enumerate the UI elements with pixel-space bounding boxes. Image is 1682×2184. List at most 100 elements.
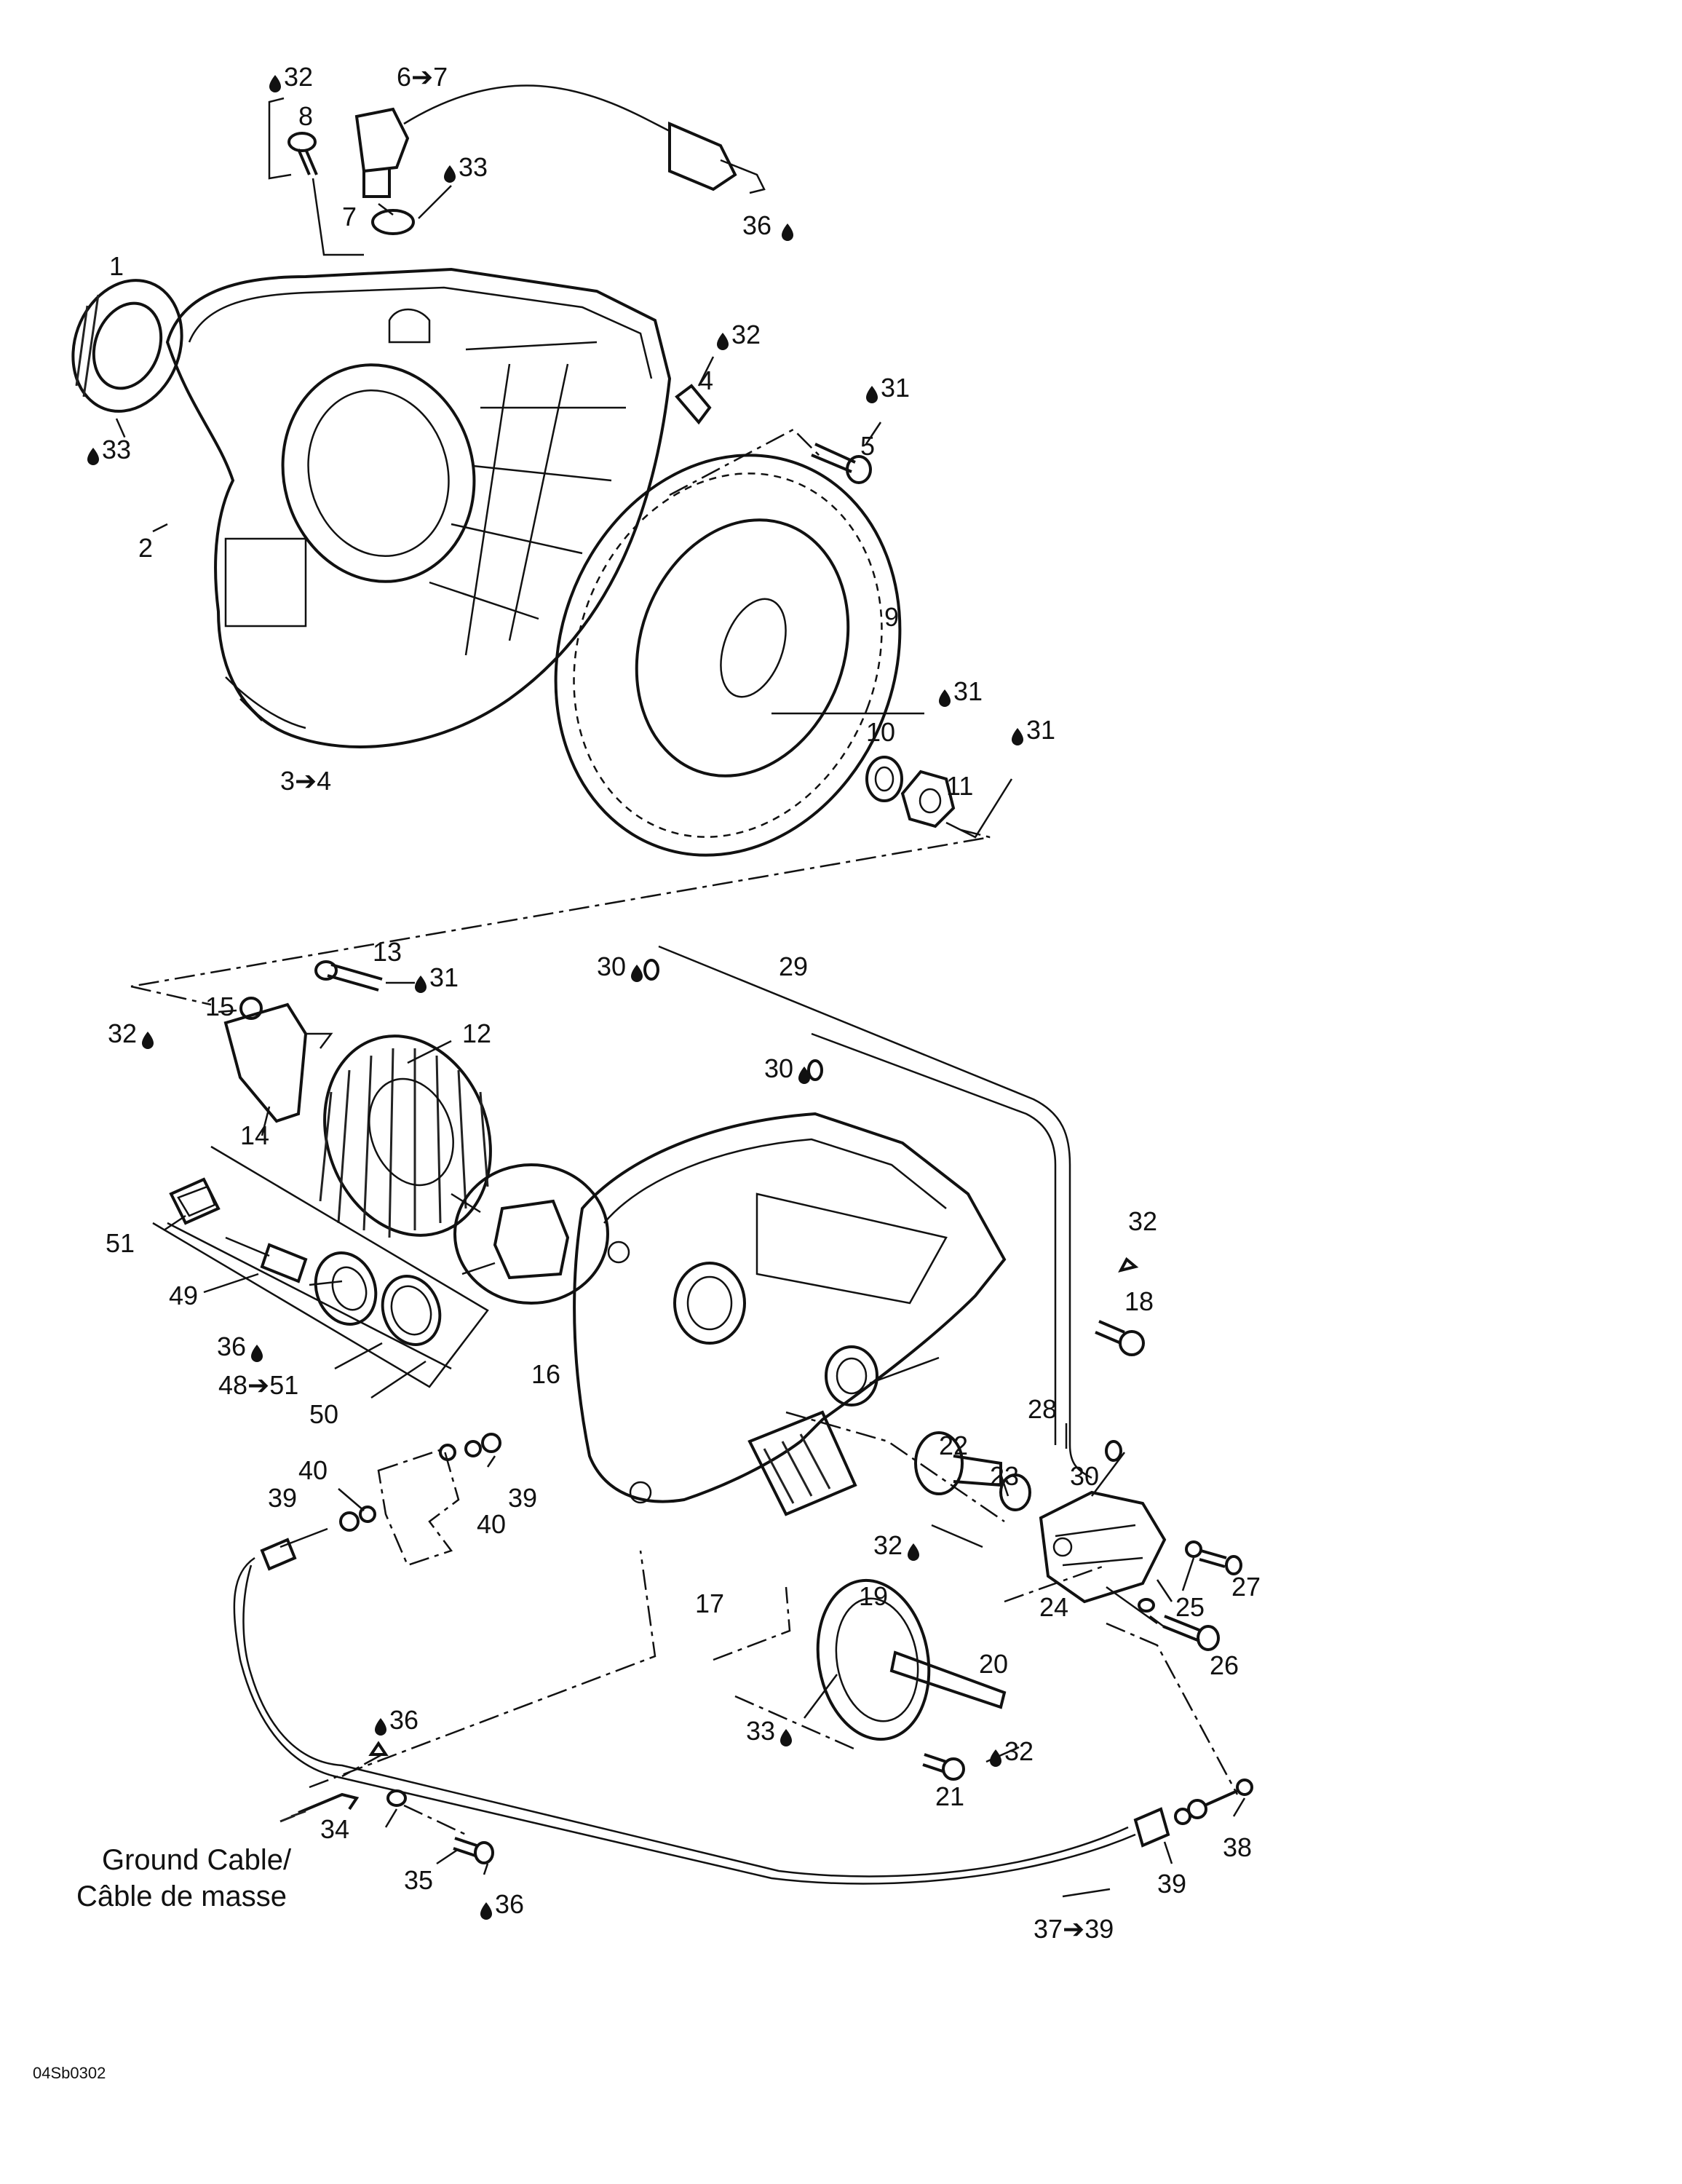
- label-31: 31: [429, 962, 459, 992]
- label-12: 12: [462, 1018, 491, 1048]
- label-32: 32: [873, 1530, 903, 1560]
- drop-icon: [444, 165, 456, 183]
- pump-part-24: [1039, 1490, 1167, 1628]
- label-9: 9: [884, 602, 899, 632]
- label-36: 36: [495, 1889, 524, 1919]
- housing-part-19: [816, 1578, 931, 1741]
- shaft-part-20: [889, 1650, 1007, 1709]
- label-50: 50: [309, 1399, 338, 1429]
- o-ring-part-23: [999, 1473, 1031, 1511]
- drop-icon: [375, 1718, 386, 1736]
- drop-icon: [415, 976, 427, 993]
- label-33: 33: [102, 435, 131, 464]
- drop-icon: [269, 75, 281, 92]
- label-7: 7: [342, 202, 357, 232]
- label-16: 16: [531, 1359, 560, 1389]
- label-30: 30: [1070, 1461, 1099, 1491]
- label-32: 32: [284, 62, 313, 92]
- label-36: 36: [742, 210, 771, 240]
- label-1: 1: [109, 251, 124, 281]
- label-11: 11: [946, 771, 973, 801]
- drop-icon: [990, 1749, 1001, 1767]
- ground-cable-part-37: [233, 1527, 1253, 1885]
- caption-line-2: Câble de masse: [76, 1880, 287, 1912]
- detail-frame-48-51: [152, 1145, 489, 1388]
- label-13: 13: [373, 937, 402, 967]
- cover-assembly: [130, 945, 1253, 1898]
- label-32: 32: [1004, 1736, 1034, 1766]
- flywheel-part-9: [554, 454, 902, 857]
- label-39: 39: [268, 1483, 297, 1513]
- washer-part-25: [1138, 1598, 1155, 1613]
- caption-line-1: Ground Cable/: [102, 1844, 292, 1876]
- label-37-39: 37➔39: [1034, 1914, 1114, 1944]
- label-40: 40: [477, 1509, 506, 1539]
- label-31: 31: [953, 676, 983, 706]
- label-20: 20: [979, 1649, 1008, 1679]
- label-40: 40: [298, 1455, 328, 1485]
- label-17: 17: [695, 1588, 724, 1618]
- label-32: 32: [731, 320, 761, 349]
- connector-part-48: [314, 1251, 378, 1326]
- label-19: 19: [859, 1581, 888, 1611]
- label-36: 36: [389, 1705, 418, 1735]
- connector-detail: [451, 1163, 609, 1305]
- label-51: 51: [106, 1228, 135, 1258]
- label-32: 32: [108, 1018, 137, 1048]
- screw-part-5: [811, 443, 872, 484]
- label-28: 28: [1028, 1394, 1057, 1424]
- nut-part-15: [239, 997, 263, 1020]
- label-10: 10: [866, 717, 895, 747]
- ground-terminal: [279, 1741, 494, 1864]
- label-30: 30: [597, 951, 626, 981]
- screw-part-21: [922, 1753, 965, 1781]
- label-3-4: 3➔4: [280, 766, 331, 796]
- label-33: 33: [746, 1716, 775, 1746]
- o-ring-part-7: [371, 209, 415, 235]
- drawing-code: 04Sb0302: [33, 2064, 106, 2082]
- drop-icon: [908, 1543, 919, 1561]
- label-39: 39: [508, 1483, 537, 1513]
- drop-icon: [782, 223, 793, 241]
- screw-part-27: [1185, 1540, 1242, 1575]
- part-labels: 32 6➔7 8 33 7 36 1 32 4 31 5 33 2 9 31 1…: [102, 62, 1261, 1944]
- label-26: 26: [1210, 1650, 1239, 1680]
- screw-part-18: [1095, 1257, 1145, 1356]
- label-49: 49: [169, 1281, 198, 1310]
- label-25: 25: [1175, 1592, 1205, 1622]
- screw-part-26: [1162, 1615, 1220, 1651]
- label-48-51: 48➔51: [218, 1370, 298, 1400]
- drop-icon: [717, 333, 729, 350]
- drop-icon: [631, 965, 643, 982]
- washer-part-10: [865, 756, 903, 802]
- label-29: 29: [779, 951, 808, 981]
- label-15: 15: [205, 992, 234, 1021]
- bracket-part-14: [223, 1002, 333, 1123]
- drop-icon: [780, 1729, 792, 1746]
- label-22: 22: [939, 1431, 968, 1460]
- drop-icon: [142, 1032, 154, 1049]
- screw-part-13: [314, 960, 383, 992]
- label-31: 31: [881, 373, 910, 403]
- label-33: 33: [459, 152, 488, 182]
- label-32: 32: [1128, 1206, 1157, 1236]
- stator-part-12: [319, 1034, 492, 1238]
- label-18: 18: [1124, 1286, 1154, 1316]
- label-34: 34: [320, 1814, 349, 1844]
- wire-part-49: [225, 1236, 308, 1283]
- label-4: 4: [699, 365, 713, 395]
- label-5: 5: [860, 431, 875, 461]
- label-23: 23: [990, 1461, 1019, 1491]
- seal-part-50: [381, 1275, 442, 1346]
- drop-icon: [939, 689, 951, 707]
- label-8: 8: [298, 101, 313, 131]
- housing-assembly: [71, 84, 1013, 988]
- clamp-part-30-a: [643, 959, 659, 981]
- dowel-pin-part-4: [675, 384, 712, 425]
- label-31: 31: [1026, 715, 1055, 745]
- label-21: 21: [935, 1781, 964, 1811]
- clamp-part-30-b: [807, 1059, 823, 1081]
- magneto-housing-part-2: [165, 267, 672, 748]
- drop-icon: [1012, 728, 1023, 745]
